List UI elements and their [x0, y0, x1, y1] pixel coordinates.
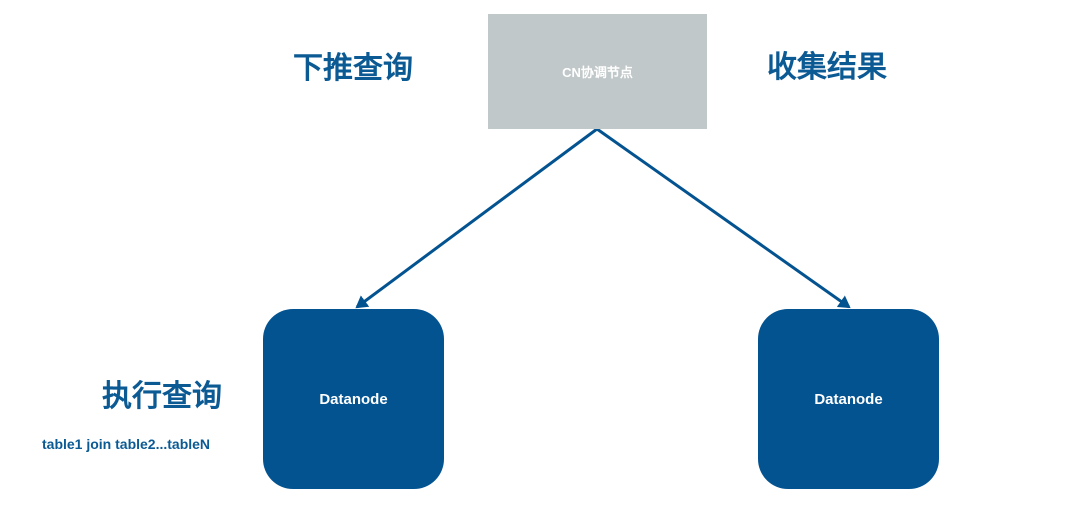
arrow-to-left-datanode [355, 127, 598, 309]
datanode-left[interactable]: Datanode [263, 309, 444, 489]
query-text: table1 join table2...tableN [42, 436, 211, 452]
collect-results-label: 收集结果 [767, 50, 887, 85]
datanode-right[interactable]: Datanode [758, 309, 939, 489]
arrow-to-right-datanode [596, 127, 851, 309]
coordinator-node[interactable]: CN协调节点 [488, 14, 707, 129]
push-down-query-label: 下推查询 [293, 51, 413, 86]
datanode-right-label: Datanode [814, 390, 883, 408]
coordinator-node-label: CN协调节点 [562, 65, 633, 80]
datanode-left-label: Datanode [319, 390, 388, 408]
execute-query-label: 执行查询 [102, 379, 222, 414]
